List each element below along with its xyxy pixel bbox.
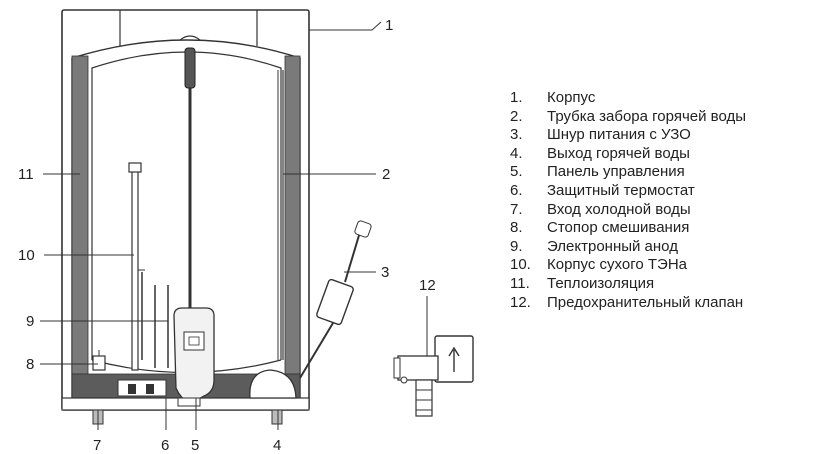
- leader-lines: [40, 21, 428, 430]
- thermostat: [117, 379, 167, 397]
- legend-number: 11.: [510, 274, 530, 292]
- callout-11: 11: [18, 166, 34, 183]
- legend-item: 3. Шнур питания с УЗО: [510, 126, 746, 145]
- legend-item: 10. Корпус сухого ТЭНа: [510, 256, 746, 275]
- legend-number: 2.: [510, 107, 523, 125]
- callout-1: 1: [385, 17, 393, 34]
- legend-number: 7.: [510, 200, 523, 218]
- tank-body: [61, 9, 310, 411]
- legend-list: 1. Корпус 2. Трубка забора горячей воды 3.…: [510, 89, 746, 312]
- outlet-pipe: [271, 409, 283, 425]
- callout-4: 4: [273, 437, 281, 454]
- outlet-cover: [249, 369, 297, 399]
- callout-3: 3: [381, 264, 389, 281]
- legend-label: Трубка забора горячей воды: [547, 107, 746, 125]
- legend-number: 1.: [510, 89, 523, 106]
- legend-label: Корпус сухого ТЭНа: [547, 256, 687, 274]
- legend-label: Выход горячей воды: [547, 144, 690, 162]
- legend-number: 10.: [510, 256, 531, 274]
- callout-10: 10: [18, 247, 35, 264]
- insulation-left: [71, 55, 89, 375]
- legend-label: Вход холодной воды: [547, 200, 691, 218]
- legend-label: Шнур питания с УЗО: [547, 126, 691, 144]
- heating-element-housing: [128, 162, 145, 371]
- legend-item: 7. Вход холодной воды: [510, 201, 746, 220]
- legend-label: Электронный анод: [547, 237, 678, 255]
- legend-item: 5. Панель управления: [510, 163, 746, 182]
- legend-label: Предохранительный клапан: [547, 293, 744, 311]
- legend-number: 5.: [510, 163, 523, 181]
- callout-6: 6: [161, 437, 169, 454]
- hot-water-tube: [277, 70, 284, 360]
- legend-label: Панель управления: [547, 163, 685, 181]
- legend-number: 3.: [510, 126, 523, 144]
- legend-item: 2. Трубка забора горячей воды: [510, 108, 746, 127]
- insulation-right: [284, 55, 301, 375]
- legend-label: Корпус: [547, 89, 596, 106]
- callout-2: 2: [382, 166, 390, 183]
- center-cable: [179, 35, 201, 312]
- legend-label: Защитный термостат: [547, 181, 695, 199]
- callout-9: 9: [26, 313, 34, 330]
- control-panel: [173, 307, 215, 407]
- callout-7: 7: [93, 437, 101, 454]
- callout-12: 12: [419, 277, 436, 294]
- legend-number: 12.: [510, 293, 531, 311]
- mixing-stopper: [92, 350, 106, 371]
- legend-item: 8. Стопор смешивания: [510, 219, 746, 238]
- callout-8: 8: [26, 356, 34, 373]
- legend-item: 6. Защитный термостат: [510, 182, 746, 201]
- legend-number: 9.: [510, 237, 523, 255]
- legend-item: 9. Электронный анод: [510, 238, 746, 257]
- legend-label: Теплоизоляция: [547, 274, 655, 292]
- legend-number: 6.: [510, 181, 523, 199]
- power-cord-rcd: [299, 220, 372, 379]
- legend-item: 12. Предохранительный клапан: [510, 294, 746, 313]
- electronic-anode: [154, 285, 169, 368]
- legend-label: Стопор смешивания: [547, 219, 690, 237]
- legend-item: 4. Выход горячей воды: [510, 145, 746, 164]
- legend-item: 1. Корпус: [510, 89, 746, 108]
- safety-valve: [393, 335, 474, 417]
- legend-number: 8.: [510, 219, 523, 237]
- callout-5: 5: [191, 437, 199, 454]
- legend-number: 4.: [510, 144, 523, 162]
- legend-item: 11. Теплоизоляция: [510, 275, 746, 294]
